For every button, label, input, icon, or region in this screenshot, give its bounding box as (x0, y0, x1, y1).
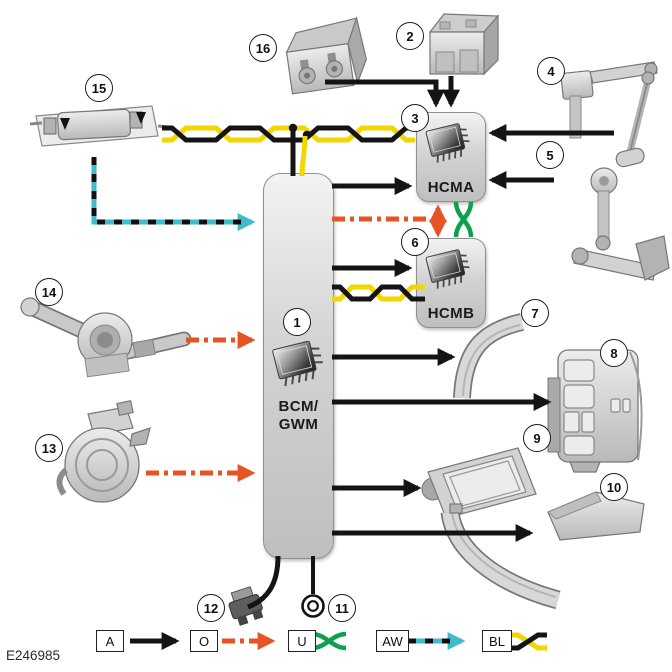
bcm-label-line1: BCM/ (278, 398, 319, 415)
legend-label-u: U (297, 633, 307, 649)
callout-5: 5 (536, 141, 564, 169)
callout-13-number: 13 (41, 440, 57, 456)
legend-box-bl: BL (482, 630, 512, 652)
callout-1: 1 (283, 308, 311, 336)
callout-15: 15 (85, 74, 113, 102)
callout-4-number: 4 (547, 63, 555, 79)
callout-12-number: 12 (203, 600, 219, 616)
bcm-gwm-module: BCM/ GWM (263, 173, 334, 559)
callout-13: 13 (35, 434, 63, 462)
callout-14: 14 (35, 278, 63, 306)
callout-3-number: 3 (411, 110, 419, 126)
bcm-gwm-label: BCM/ GWM (264, 398, 333, 434)
legend-label-bl: BL (489, 633, 505, 649)
callout-4: 4 (537, 57, 565, 85)
legend-box-aw: AW (376, 630, 409, 652)
chip-icon (425, 249, 470, 289)
component-5-height-sensor-illustration (571, 167, 670, 281)
hcmb-label: HCMB (427, 305, 475, 322)
bcm-label-line2: GWM (278, 416, 319, 433)
callout-16-number: 16 (255, 40, 271, 56)
legend-label-a: A (105, 633, 115, 649)
callout-11-number: 11 (335, 600, 349, 616)
callout-3: 3 (401, 104, 429, 132)
component-8-switch-panel-illustration (547, 349, 643, 473)
hcmb-module: HCMB (416, 238, 486, 328)
callout-6: 6 (401, 228, 429, 256)
callout-8: 8 (600, 339, 628, 367)
hcma-module: HCMA (416, 112, 486, 202)
wire-bcm-to-12 (247, 555, 281, 610)
component-15-sensor-module-illustration (29, 105, 169, 147)
component-10-lamp-illustration (440, 491, 645, 610)
wire-16-to-hcma (325, 79, 445, 108)
component-13-horn-illustration (56, 399, 151, 503)
callout-12: 12 (197, 594, 225, 622)
legend-box-u: U (288, 630, 316, 652)
callout-7: 7 (521, 299, 549, 327)
hcma-label: HCMA (427, 179, 475, 196)
legend-box-a: A (96, 630, 124, 652)
callout-11: 11 (328, 594, 356, 622)
component-9-lamp-illustration (421, 447, 537, 519)
figure-id: E246985 (6, 648, 61, 663)
component-12-connector-illustration (228, 586, 264, 626)
legend-label-o: O (198, 633, 210, 649)
callout-9-number: 9 (533, 430, 541, 446)
callout-10: 10 (600, 473, 628, 501)
wire-u-hcma-hcmb (453, 201, 474, 238)
component-4-height-sensor-illustration (560, 61, 658, 168)
wire-aw-15-to-bcm (91, 157, 256, 231)
callout-10-number: 10 (606, 479, 622, 495)
legend-sample-bl (510, 632, 547, 651)
callout-2: 2 (396, 22, 424, 50)
legend-sample-u (311, 631, 347, 651)
wire-bl-branch-to-bcm (290, 130, 308, 177)
callout-5-number: 5 (546, 147, 554, 163)
component-2-module-illustration (428, 13, 500, 76)
callout-7-number: 7 (531, 305, 539, 321)
callout-9: 9 (523, 424, 551, 452)
callout-16: 16 (249, 34, 277, 62)
legend-label-aw: AW (382, 633, 403, 649)
callout-8-number: 8 (610, 345, 618, 361)
callout-6-number: 6 (411, 234, 419, 250)
callout-2-number: 2 (406, 28, 414, 44)
ground-ring-terminal (301, 594, 325, 618)
component-16-module-illustration (285, 16, 367, 95)
wire-bl-15-to-hcma (162, 123, 415, 143)
chip-icon (272, 340, 323, 387)
legend-box-o: O (190, 630, 218, 652)
callout-15-number: 15 (91, 80, 107, 96)
chip-icon (425, 123, 470, 163)
callout-14-number: 14 (41, 284, 57, 300)
wire-bl-bcm-to-hcmb (332, 284, 425, 302)
callout-1-number: 1 (293, 314, 301, 330)
component-7-lamp-strip-illustration (453, 313, 525, 399)
component-14-column-switch-illustration (20, 297, 192, 378)
